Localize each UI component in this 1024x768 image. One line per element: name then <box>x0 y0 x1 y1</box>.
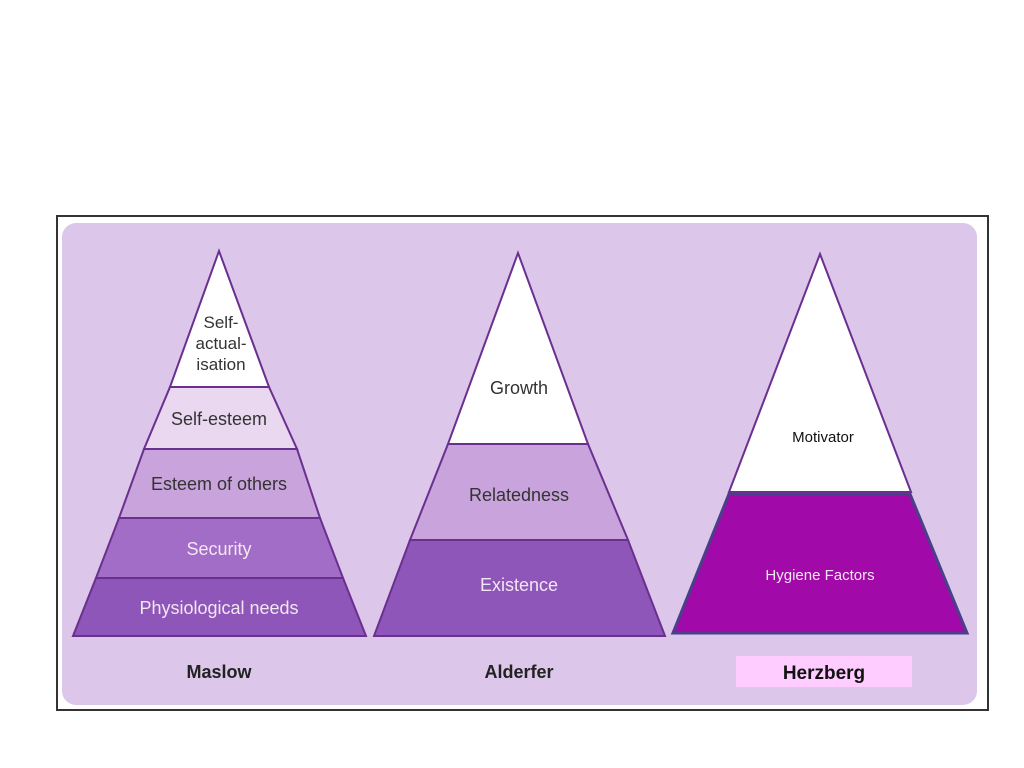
maslow-label-esteem-of-others: Esteem of others <box>151 474 287 494</box>
herzberg-label-background <box>736 656 912 687</box>
alderfer-column-label: Alderfer <box>484 662 553 682</box>
herzberg-tier-motivator <box>727 251 913 493</box>
maslow-column-label: Maslow <box>186 662 252 682</box>
alderfer-label-existence: Existence <box>480 575 558 595</box>
maslow-label-self-actualisation-2: actual- <box>195 334 246 353</box>
maslow-label-self-actualisation-3: isation <box>196 355 245 374</box>
maslow-pyramid: Self- actual- isation Self-esteem Esteem… <box>71 248 368 637</box>
herzberg-pyramid: Motivator Hygiene Factors <box>670 251 970 635</box>
herzberg-label-motivator: Motivator <box>792 429 854 446</box>
maslow-tier-physiological <box>71 577 368 637</box>
maslow-label-security: Security <box>186 539 251 559</box>
maslow-label-self-esteem: Self-esteem <box>171 409 267 429</box>
alderfer-tier-existence <box>372 539 667 637</box>
herzberg-label-hygiene: Hygiene Factors <box>765 567 874 584</box>
alderfer-label-relatedness: Relatedness <box>469 485 569 505</box>
maslow-label-self-actualisation-1: Self- <box>204 313 239 332</box>
herzberg-tier-hygiene <box>670 492 970 635</box>
alderfer-pyramid: Growth Relatedness Existence <box>372 250 667 637</box>
alderfer-label-growth: Growth <box>490 378 548 398</box>
maslow-label-physiological: Physiological needs <box>139 598 298 618</box>
herzberg-column-label: Herzberg <box>783 663 865 684</box>
